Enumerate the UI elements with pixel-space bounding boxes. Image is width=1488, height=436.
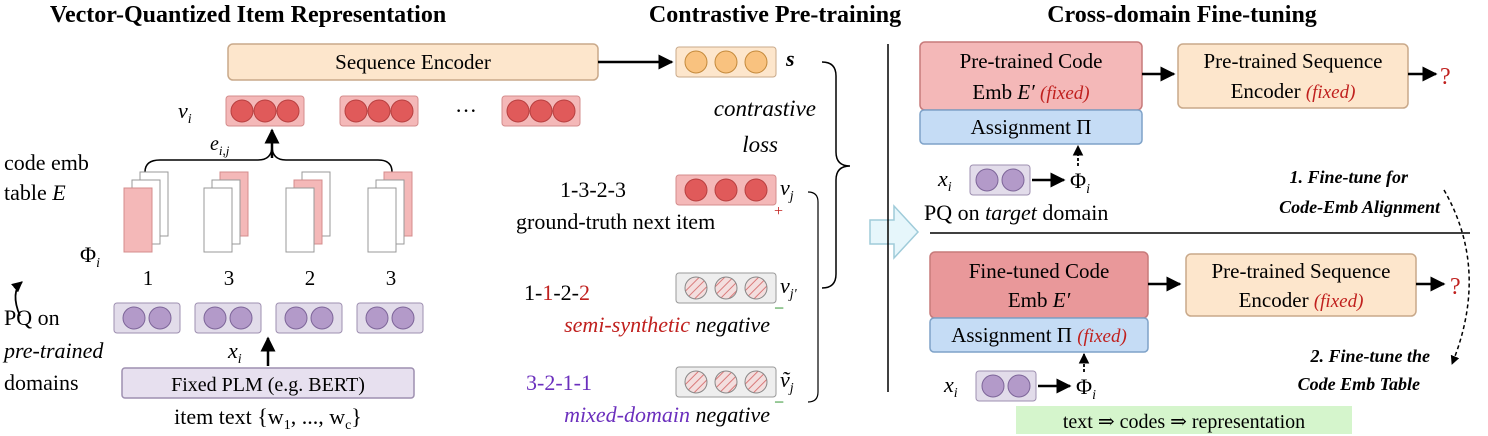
bot-xi-vector: [975, 370, 1037, 402]
bot-question: ?: [1450, 274, 1461, 300]
codebook-group-3: [285, 171, 331, 253]
negative-sign-2: −: [774, 392, 784, 412]
finetuned-code-emb-l1: Fine-tuned Code: [969, 259, 1110, 283]
plm-label: Fixed PLM (e.g. BERT): [171, 374, 365, 396]
bot-seq-encoder-l2: Encoder (fixed): [1239, 288, 1364, 312]
title-middle: Contrastive Pre-training: [649, 2, 901, 28]
code-emb-label-1: code emb: [4, 150, 89, 175]
top-seq-encoder-l1: Pre-trained Sequence: [1203, 49, 1382, 73]
pipeline-bar: [1016, 406, 1352, 434]
brace-codes: [144, 145, 393, 173]
vi-label: vi: [178, 98, 192, 127]
mixed-negative-vector: [675, 366, 777, 398]
bot-assignment-label: Assignment Π (fixed): [951, 323, 1127, 347]
pq-curve-arrow: [11, 281, 23, 317]
pipeline-label: text ⇒ codes ⇒ representation: [1063, 411, 1305, 433]
top-phi: Φi: [1070, 168, 1090, 197]
step2-line1: 2. Fine-tune the: [1309, 346, 1430, 366]
contrastive-brace: [821, 61, 851, 289]
pretrained-label: pre-trained: [2, 338, 104, 363]
pq-on-label: PQ on: [4, 305, 60, 330]
bot-seq-encoder-l1: Pre-trained Sequence: [1211, 259, 1390, 283]
xi-bottom: xi: [943, 372, 958, 401]
code-emb-label-2: table E: [4, 180, 66, 205]
codebook-group-4: [367, 171, 413, 253]
gt-label: ground-truth next item: [516, 209, 715, 234]
subvector-1: [113, 302, 181, 334]
eij-label: ei,j: [210, 133, 230, 158]
item-vector-1: [225, 95, 305, 127]
sequence-rep-s: [675, 46, 777, 78]
bot-assignment-box: [929, 317, 1149, 353]
step1-line1: 1. Fine-tune for: [1289, 167, 1409, 187]
phi-i-label: Φi: [80, 242, 100, 271]
loss-label: loss: [742, 132, 778, 157]
title-left: Vector-Quantized Item Representation: [50, 2, 446, 28]
top-seq-encoder-box: [1177, 43, 1409, 109]
ellipsis: ···: [455, 98, 477, 123]
codebook-group-1: [123, 171, 169, 253]
step-transition-arrow: [1443, 189, 1470, 365]
negative-sign-1: −: [774, 298, 784, 318]
top-xi-vector: [969, 164, 1031, 196]
gt-codes: 1-3-2-3: [560, 177, 626, 202]
subvector-2: [194, 302, 262, 334]
vjt-label: ṽj: [780, 367, 794, 396]
contrastive-label: contrastive: [714, 96, 816, 121]
xi-top: xi: [937, 166, 952, 195]
sequence-encoder-label: Sequence Encoder: [335, 50, 491, 74]
item-vector-3: [501, 95, 581, 127]
pretrained-code-emb-l1: Pre-trained Code: [960, 49, 1103, 73]
domains-label: domains: [4, 370, 79, 395]
semi-label: semi-synthetic negative: [564, 312, 770, 337]
step1-line2: Code-Emb Alignment: [1279, 197, 1441, 217]
pretrained-code-emb-l2: Emb E′ (fixed): [972, 80, 1089, 104]
plm-box: [121, 367, 415, 399]
top-seq-encoder-l2: Encoder (fixed): [1231, 79, 1356, 103]
mixed-codes: 3-2-1-1: [526, 370, 592, 395]
codebook-group-2: [203, 171, 249, 253]
step2-line2: Code Emb Table: [1298, 374, 1420, 394]
gt-item-vector: [675, 174, 777, 206]
top-assignment-label: Assignment Π: [971, 115, 1092, 139]
bot-phi: Φi: [1076, 374, 1096, 403]
top-question: ?: [1440, 64, 1451, 90]
subvector-3: [275, 302, 343, 334]
subvector-4: [356, 302, 424, 334]
top-assignment-box: [919, 109, 1143, 145]
code-index-4: 3: [386, 266, 397, 290]
s-label: s: [785, 46, 795, 71]
vj-label: vj: [780, 175, 794, 204]
item-vector-2: [339, 95, 419, 127]
title-right: Cross-domain Fine-tuning: [1047, 2, 1317, 28]
positive-sign: +: [774, 203, 783, 220]
semi-negative-vector: [675, 272, 777, 304]
code-index-2: 3: [224, 266, 235, 290]
vjp-label: vj': [780, 273, 798, 302]
mixed-label: mixed-domain negative: [564, 402, 770, 427]
item-text-label: item text {w1, ..., wc}: [174, 404, 362, 433]
code-index-1: 1: [143, 266, 154, 290]
negatives-brace: [807, 191, 819, 403]
pq-target-label: PQ on target domain: [924, 200, 1108, 225]
transfer-arrow: [869, 204, 920, 260]
code-index-3: 2: [305, 266, 316, 290]
xi-label-left: xi: [227, 338, 242, 367]
semi-codes: 1-1-2-2: [524, 280, 590, 305]
finetuned-code-emb-l2: Emb E′: [1008, 288, 1071, 312]
